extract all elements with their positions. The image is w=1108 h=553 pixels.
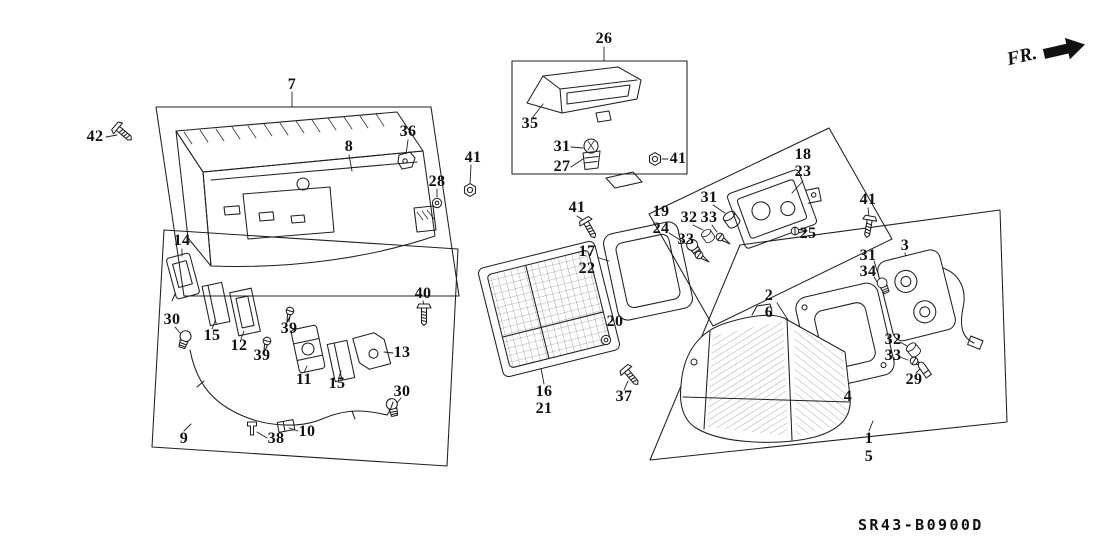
callout-35: 35 (521, 115, 539, 132)
callout-41-c: 41 (568, 199, 586, 216)
license-lamp-parts (166, 252, 401, 436)
callout-37: 37 (615, 388, 633, 405)
callout-31-b: 31 (700, 189, 718, 206)
callout-9: 9 (179, 430, 189, 447)
lens-gasket-drawing (603, 221, 693, 321)
callout-34: 34 (859, 263, 877, 280)
callout-32-b: 32 (884, 331, 902, 348)
callout-30-b: 30 (393, 383, 411, 400)
washer-28-icon (431, 197, 443, 209)
bolt-42-icon (109, 119, 137, 146)
callout-31-c: 31 (859, 247, 877, 264)
callout-12: 12 (230, 337, 248, 354)
callout-24: 24 (652, 220, 670, 237)
housing-drawing (726, 169, 822, 249)
callout-16: 16 (535, 383, 553, 400)
callout-38: 38 (267, 430, 285, 447)
callout-32-a: 32 (680, 209, 698, 226)
callout-33-c: 33 (884, 347, 902, 364)
himount-group-box (511, 60, 688, 175)
callout-39-a: 39 (280, 320, 298, 337)
wire-harness-drawing (189, 349, 394, 426)
callout-2: 2 (764, 287, 774, 304)
bolt-40-icon (416, 303, 432, 327)
callout-4: 4 (843, 388, 853, 405)
callout-19: 19 (652, 203, 670, 220)
callout-36: 36 (399, 123, 417, 140)
callout-6: 6 (764, 304, 774, 321)
callout-26: 26 (595, 30, 613, 47)
callout-40: 40 (414, 285, 432, 302)
callout-31-a: 31 (553, 138, 571, 155)
callout-33-b: 33 (677, 231, 695, 248)
callout-29: 29 (905, 371, 923, 388)
callout-17: 17 (578, 243, 596, 260)
assembly-group-box (649, 209, 1008, 461)
clip-36 (397, 151, 416, 170)
callout-39-b: 39 (253, 347, 271, 364)
nut-41-b-icon (648, 152, 662, 166)
socket-group-box (648, 127, 893, 327)
callout-30-a: 30 (163, 311, 181, 328)
callout-18: 18 (794, 146, 812, 163)
callout-5: 5 (864, 448, 874, 465)
callout-33-a: 33 (700, 209, 718, 226)
callout-41-d: 41 (859, 191, 877, 208)
callout-25: 25 (799, 225, 817, 242)
nut-41-a-icon (463, 183, 477, 197)
callout-22: 22 (578, 260, 596, 277)
callout-3: 3 (900, 237, 910, 254)
callout-28: 28 (428, 173, 446, 190)
socket-32-icon (904, 340, 923, 360)
diagram-code: SR43-B0900D (858, 516, 984, 534)
callout-23: 23 (794, 163, 812, 180)
garnish-group-box (155, 106, 460, 297)
fr-arrow-icon (1042, 37, 1085, 60)
callout-8: 8 (344, 138, 354, 155)
grommet-20-icon (600, 334, 612, 346)
callout-41-a: 41 (464, 149, 482, 166)
callout-27: 27 (553, 158, 571, 175)
clip-38 (246, 421, 258, 436)
callout-42: 42 (86, 128, 104, 145)
connector-10 (276, 419, 296, 433)
callout-15-b: 15 (328, 375, 346, 392)
lamp-body-drawing (680, 303, 851, 443)
callout-10: 10 (298, 423, 316, 440)
callout-14: 14 (173, 232, 191, 249)
callout-15-a: 15 (203, 327, 221, 344)
callout-13: 13 (393, 344, 411, 361)
callout-21: 21 (535, 400, 553, 417)
himount-lamp-drawing (526, 66, 643, 189)
bolt-37-icon (617, 362, 644, 390)
callout-20: 20 (606, 313, 624, 330)
lens-drawing (477, 240, 621, 378)
callout-41-b: 41 (669, 150, 687, 167)
socket-plate-drawing (875, 249, 984, 350)
garnish-panel-drawing (175, 111, 437, 267)
bulb-29-icon (917, 361, 933, 379)
callout-1: 1 (864, 430, 874, 447)
callout-11: 11 (296, 371, 312, 388)
callout-7: 7 (287, 76, 297, 93)
license-lamp-group-box (151, 229, 459, 467)
